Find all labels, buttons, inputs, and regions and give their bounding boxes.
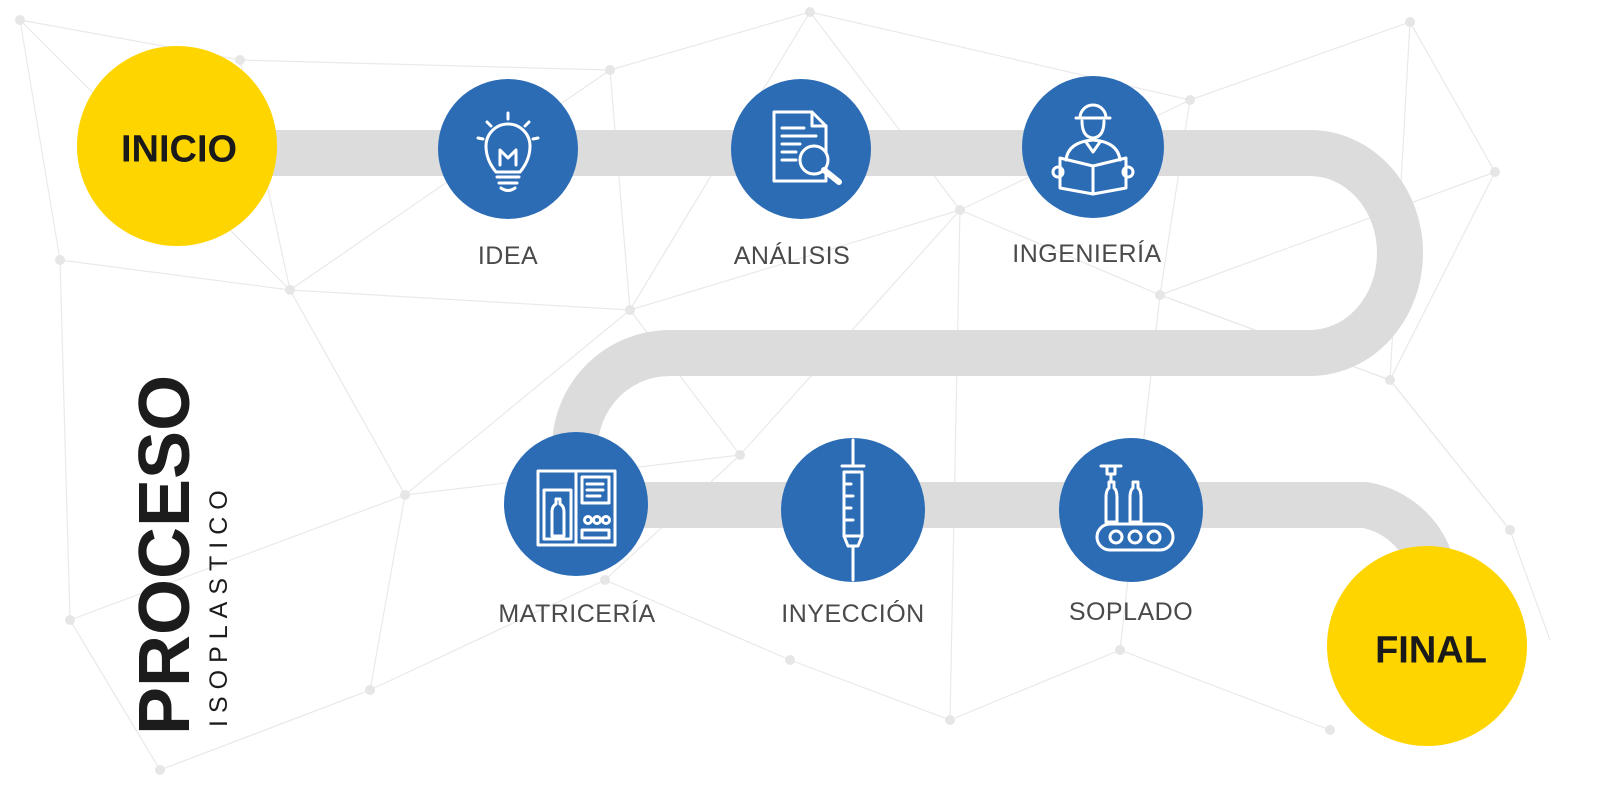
step-node-inyeccion bbox=[781, 438, 925, 582]
mold-machine-icon bbox=[536, 469, 617, 547]
document-search-icon bbox=[772, 110, 842, 185]
syringe-icon bbox=[840, 438, 866, 582]
diagram-title: PROCESO ISOPLASTICO bbox=[125, 365, 240, 735]
lightbulb-icon bbox=[476, 111, 540, 192]
title-main: PROCESO bbox=[125, 374, 205, 735]
step-node-soplado bbox=[1059, 438, 1203, 582]
engineer-blueprint-icon bbox=[1051, 103, 1135, 196]
step-label-ingenieria: INGENIERÍA bbox=[1012, 240, 1162, 268]
step-label-idea: IDEA bbox=[477, 242, 539, 270]
step-label-analisis: ANÁLISIS bbox=[733, 242, 851, 270]
step-node-idea bbox=[438, 79, 578, 219]
step-label-soplado: SOPLADO bbox=[1068, 598, 1194, 626]
step-node-analisis bbox=[731, 79, 871, 219]
start-circle bbox=[77, 46, 277, 246]
end-label: FINAL bbox=[1375, 629, 1487, 672]
step-node-matriceria bbox=[504, 432, 648, 576]
start-label: INICIO bbox=[120, 128, 238, 171]
bottle-conveyor-icon bbox=[1095, 464, 1175, 552]
step-label-matriceria: MATRICERÍA bbox=[498, 600, 656, 628]
end-circle bbox=[1327, 546, 1527, 746]
step-node-ingenieria bbox=[1022, 76, 1164, 218]
step-label-inyeccion: INYECCIÓN bbox=[781, 600, 925, 628]
title-subtitle: ISOPLASTICO bbox=[205, 483, 233, 727]
